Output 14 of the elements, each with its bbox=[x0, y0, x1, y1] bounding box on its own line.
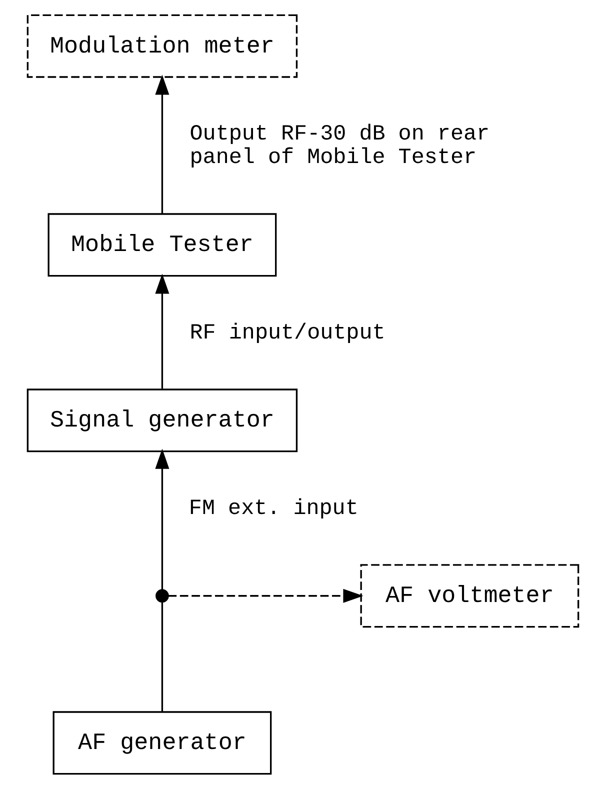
node-box: AF voltmeter bbox=[360, 564, 580, 628]
node-box: Signal generator bbox=[26, 388, 298, 452]
edge-label: RF input/output bbox=[190, 320, 386, 346]
edge-label: FM ext. input bbox=[188, 496, 358, 521]
node-box: Modulation meter bbox=[26, 14, 298, 78]
node-box: Mobile Tester bbox=[48, 213, 277, 277]
connector bbox=[161, 602, 164, 712]
arrow bbox=[155, 448, 170, 590]
node-box: AF generator bbox=[52, 711, 272, 775]
edge-label: Output RF-30 dB on rear panel of Mobile Tester bbox=[190, 121, 490, 170]
arrow bbox=[155, 74, 170, 214]
arrow bbox=[168, 588, 364, 603]
node-circle bbox=[156, 589, 169, 603]
arrow bbox=[155, 274, 170, 389]
